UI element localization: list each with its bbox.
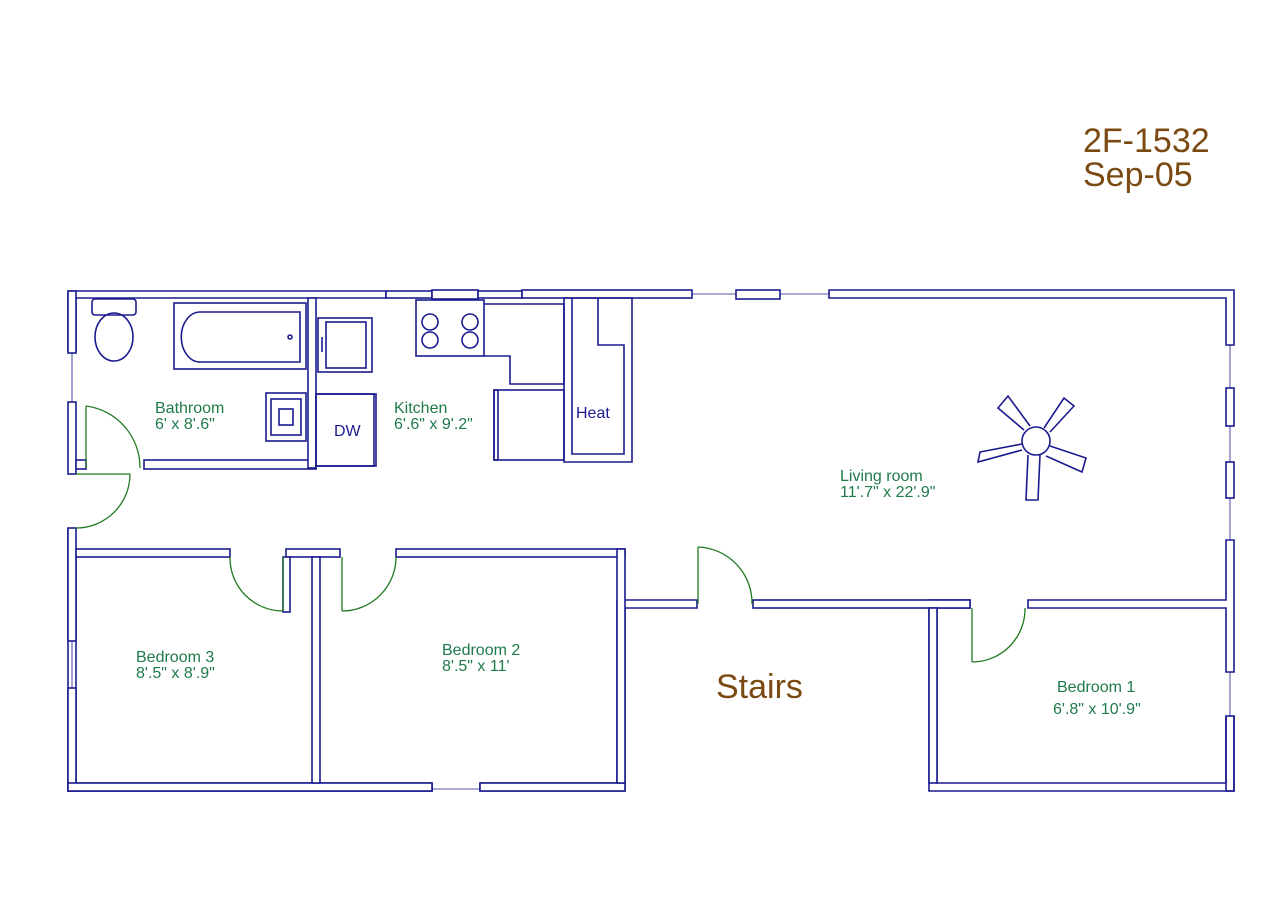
bedroom-1-name: Bedroom 1 [1057, 679, 1135, 696]
bedroom-2-name: Bedroom 2 [442, 642, 520, 659]
kitchen-dim: 6'.6" x 9'.2" [394, 416, 473, 433]
kitchen-name: Kitchen [394, 400, 447, 417]
doors [75, 405, 1026, 663]
kitchen-sink-icon [317, 317, 373, 373]
dishwasher-label: DW [334, 423, 362, 440]
fixtures: DW Heat [91, 298, 1087, 501]
bathroom-sink-icon [265, 392, 307, 442]
interior-walls [75, 297, 971, 784]
bedroom-2-dim: 8'.5" x 11' [442, 658, 510, 675]
outer-walls [67, 289, 1235, 792]
ceiling-fan-icon [976, 394, 1087, 501]
bathtub-icon [173, 302, 307, 370]
bathroom-dim: 6' x 8'.6" [155, 416, 215, 433]
plan-date: Sep-05 [1083, 156, 1193, 194]
bedroom-1-dim: 6'.8" x 10'.9" [1053, 701, 1141, 718]
stairs-label: Stairs [716, 668, 803, 706]
bathroom-name: Bathroom [155, 400, 224, 417]
living-room-dim: 11'.7" x 22'.9" [840, 484, 935, 501]
bedroom-3-name: Bedroom 3 [136, 649, 214, 666]
living-room-name: Living room [840, 468, 923, 485]
heat-label: Heat [576, 405, 610, 422]
room-labels: Bathroom 6' x 8'.6" Kitchen 6'.6" x 9'.2… [136, 400, 1141, 718]
plan-code: 2F-1532 [1083, 122, 1210, 160]
stove-icon [415, 299, 485, 357]
bedroom-3-dim: 8'.5" x 8'.9" [136, 665, 215, 682]
toilet-icon [91, 298, 137, 362]
